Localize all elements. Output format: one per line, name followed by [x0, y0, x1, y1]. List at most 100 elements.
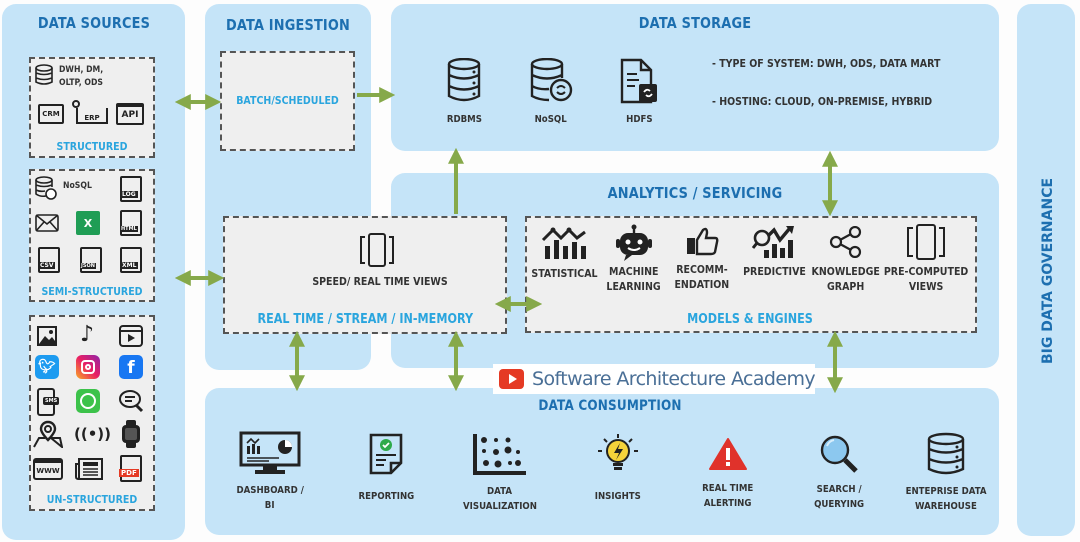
structured-label: STRUCTURED [56, 140, 128, 153]
music-note-icon: ♪ [80, 322, 95, 347]
storage-note-type: - TYPE OF SYSTEM: DWH, ODS, DATA MART [712, 57, 941, 70]
api-icon-text: API [121, 110, 139, 120]
consumption-item-insights: INSIGHTS [573, 433, 663, 504]
consumption-label-dashboard-2: BI [265, 500, 275, 511]
warehouse-database-icon [927, 432, 965, 475]
xml-file-icon: XML [120, 247, 142, 273]
predictive-chart-icon [752, 226, 794, 258]
analytics-label-ml-1: MACHINE [609, 265, 659, 278]
broadcast-icon: ((•)) [74, 425, 112, 443]
youtube-play-icon [499, 369, 524, 389]
twitter-icon: 🐦︎ [35, 355, 59, 379]
erp-icon-text: ERP [84, 114, 100, 122]
data-sources-title: DATA SOURCES [37, 14, 151, 32]
consumption-label-alerting-2: ALERTING [704, 498, 752, 509]
storage-label-hdfs: HDFS [625, 114, 653, 125]
lightbulb-icon [598, 434, 638, 470]
data-consumption-title: DATA CONSUMPTION [538, 398, 682, 414]
consumption-label-search-1: SEARCH / [816, 484, 862, 495]
analytics-label-pcv-1: PRE-COMPUTED [883, 265, 969, 278]
csv-file-icon: CSV [38, 247, 60, 273]
analytics-label-ml-2: LEARNING [606, 280, 662, 293]
views-icon [907, 224, 945, 260]
hdfs-file-icon [620, 58, 657, 104]
models-engines-box [525, 216, 977, 333]
statistics-chart-icon [541, 227, 586, 259]
share-graph-icon [829, 226, 862, 258]
analytics-label-pcv-2: VIEWS [908, 280, 944, 293]
storage-item-nosql: NoSQL [506, 58, 596, 127]
analytics-label-rec-1: RECOMM- [676, 263, 728, 276]
consumption-label-alerting-1: REAL TIME [702, 483, 754, 494]
consumption-label-warehouse-1: ENTEPRISE DATA [905, 486, 987, 497]
consumption-label-dataviz-2: VISUALIZATION [463, 501, 537, 512]
storage-item-hdfs: HDFS [594, 58, 684, 127]
data-ingestion-title: DATA INGESTION [225, 16, 351, 34]
consumption-item-search: SEARCH / QUERYING [794, 434, 884, 512]
location-pin-icon [33, 420, 63, 448]
consumption-label-dataviz-1: DATA [487, 486, 513, 497]
un-structured-label: UN-STRUCTURED [46, 493, 138, 506]
realtime-box [223, 216, 507, 334]
json-file-icon: JSON [80, 247, 102, 273]
thumbs-up-icon [687, 227, 719, 256]
consumption-item-dashboard: DASHBOARD / BI [225, 431, 315, 513]
analytics-label-statistical: STATISTICAL [530, 267, 598, 280]
analytics-item-machine-learning: MACHINE LEARNING [589, 224, 679, 294]
image-icon [37, 326, 57, 346]
www-badge: WWW [36, 466, 60, 475]
robot-icon [616, 224, 652, 261]
erp-icon: ERP [72, 100, 108, 124]
batch-label: BATCH/SCHEDULED [236, 94, 339, 107]
structured-db-text-2: OLTP, ODS [59, 78, 103, 88]
consumption-label-reporting-1: REPORTING [358, 491, 414, 502]
data-storage-panel [391, 4, 999, 151]
analytics-item-recommendation: RECOMM- ENDATION [657, 226, 747, 292]
analytics-item-predictive: PREDICTIVE [729, 224, 819, 279]
speed-views-label: SPEED/ REAL TIME VIEWS [312, 275, 448, 288]
alert-triangle-icon [709, 438, 747, 470]
instagram-icon [76, 355, 100, 379]
data-consumption-panel [205, 388, 999, 535]
crm-icon: CRM [38, 104, 64, 124]
nosql-text: NoSQL [63, 181, 92, 191]
smartwatch-icon [122, 420, 140, 448]
watermark-text: Software Architecture Academy [531, 368, 816, 390]
database-icon [35, 64, 53, 85]
csv-badge: CSV [38, 262, 56, 269]
video-icon [119, 325, 143, 347]
analytics-item-statistical: STATISTICAL [519, 226, 609, 281]
analytics-label-rec-2: ENDATION [674, 278, 730, 291]
xml-badge: XML [120, 262, 139, 269]
html-badge: HTML [120, 226, 138, 232]
storage-note-hosting: - HOSTING: CLOUD, ON-PREMISE, HYBRID [712, 95, 933, 108]
facebook-icon: f [119, 355, 143, 379]
data-storage-title: DATA STORAGE [638, 14, 752, 32]
scatter-plot-icon [473, 434, 526, 475]
consumption-label-insights-1: INSIGHTS [594, 491, 642, 502]
consumption-item-alerting: REAL TIME ALERTING [683, 437, 773, 511]
semi-structured-label: SEMI-STRUCTURED [41, 285, 143, 298]
structured-db-text-1: DWH, DM, [59, 65, 104, 75]
storage-label-nosql: NoSQL [534, 114, 568, 125]
analytics-item-pre-computed-views: PRE-COMPUTED VIEWS [881, 224, 971, 294]
sms-badge: SMS [43, 397, 60, 405]
analytics-title: ANALYTICS / SERVICING [607, 184, 783, 202]
chat-bubble-icon [119, 390, 144, 413]
database-icon [447, 58, 481, 102]
crm-icon-text: CRM [42, 110, 60, 118]
whatsapp-icon [76, 389, 100, 413]
magnifier-icon [820, 435, 858, 473]
consumption-label-search-2: QUERYING [813, 499, 865, 510]
www-icon: WWW [33, 458, 63, 480]
pdf-icon: PDF [119, 455, 142, 482]
log-file-icon: LOG [120, 176, 142, 202]
analytics-item-knowledge-graph: KNOWLEDGE GRAPH [801, 226, 891, 294]
models-engines-label: MODELS & ENGINES [687, 312, 813, 327]
dashboard-monitor-icon [239, 431, 301, 474]
nosql-database-icon [35, 176, 57, 200]
sms-phone-icon: SMS [37, 388, 60, 416]
analytics-label-predictive: PREDICTIVE [742, 265, 806, 278]
log-badge: LOG [120, 191, 138, 198]
